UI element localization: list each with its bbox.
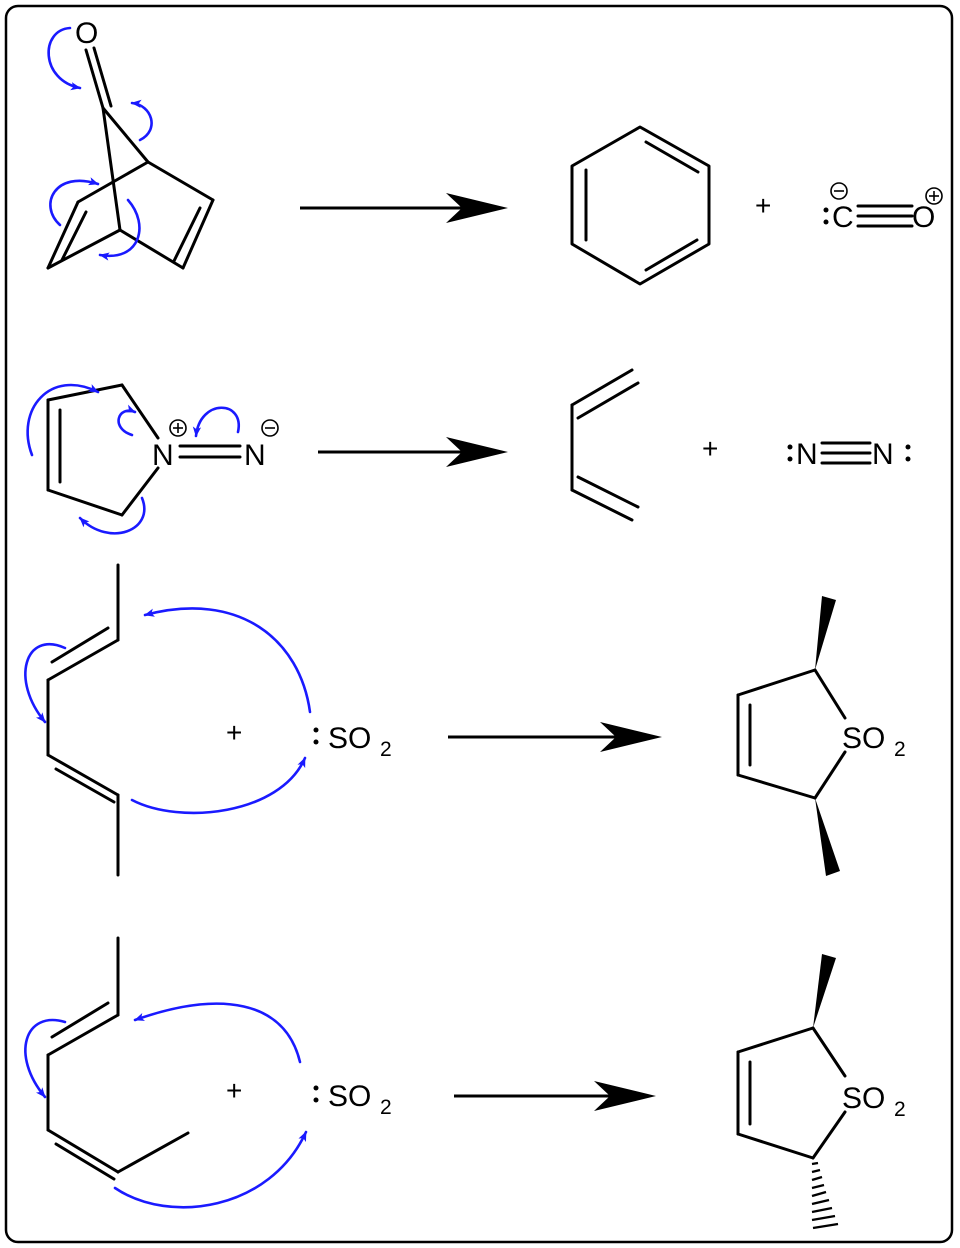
co-oxygen: O: [912, 201, 935, 234]
butadiene: [570, 368, 640, 522]
ring-bond-2: [181, 198, 215, 270]
minus-charge-icon: [830, 182, 848, 200]
trans-trans-hexadiene: [24, 563, 312, 877]
wedge-bond-up-2: [813, 954, 836, 1028]
co-carbon: C: [832, 201, 854, 234]
n-plus-atom: N: [152, 439, 174, 472]
row-1-co-extrusion: O +: [46, 17, 943, 286]
reaction-arrow-1: [300, 193, 508, 223]
n2-atom-2: N: [872, 438, 894, 471]
curly-arrow-3: [49, 177, 100, 227]
curly-arrow-13: [133, 1002, 302, 1064]
curly-arrow-7: [117, 404, 137, 437]
curly-arrow-9: [24, 642, 67, 724]
ring-bond-2b: [172, 206, 202, 263]
benzene: [570, 125, 711, 286]
so2-subscript: 2: [380, 738, 392, 761]
frame: [4, 4, 954, 1244]
ring-bond-6: [76, 160, 150, 204]
curly-arrow-12: [24, 1018, 67, 1099]
reaction-arrow-4: [454, 1081, 656, 1111]
sulfolene-so2-subscript: 2: [894, 738, 906, 761]
ring-bond-3: [118, 228, 185, 270]
curly-arrow-6: [192, 406, 240, 438]
ring-bond-5: [46, 200, 80, 270]
reaction-arrow-2: [318, 437, 508, 467]
row-2-n2-extrusion: N N: [26, 368, 911, 535]
curly-arrow-14: [113, 1130, 308, 1209]
cis-trans-hexadiene: [24, 936, 308, 1209]
sulfur-dioxide-reagent: SO 2: [313, 722, 392, 761]
so2-label-2: SO: [328, 1080, 371, 1113]
carbonyl-bond-1: [84, 48, 105, 110]
plus-charge-icon: [925, 187, 943, 205]
curly-arrow-5: [26, 383, 100, 457]
so2-subscript-2: 2: [380, 1096, 392, 1119]
plus-charge-icon: [169, 419, 187, 437]
hashed-bond-down: [811, 1161, 839, 1230]
ring-bond-5b: [60, 210, 88, 262]
norbornadienone: O: [46, 17, 215, 270]
sulfolene-so2-subscript-2: 2: [894, 1098, 906, 1121]
carbon-monoxide: C O: [823, 182, 943, 234]
curly-arrow-10: [143, 607, 312, 714]
cis-sulfolene: SO 2: [736, 954, 906, 1230]
plus-sign-2: +: [702, 433, 718, 464]
reaction-arrow-3: [448, 722, 662, 752]
trans-sulfolene: SO 2: [736, 596, 906, 876]
bridge-bond-right: [101, 106, 150, 164]
ketone-oxygen: O: [75, 17, 98, 50]
row-4-cis-diene-so2: + SO 2: [24, 936, 906, 1230]
wedge-bond-up: [815, 596, 836, 670]
curly-arrow-11: [130, 756, 307, 815]
row-3-trans-diene-so2: + SO 2 SO 2: [24, 563, 906, 877]
sulfolene-so2: SO: [842, 722, 885, 755]
n-minus-atom: N: [244, 439, 266, 472]
dinitrogen: N N: [787, 438, 911, 471]
plus-sign-3: +: [226, 717, 242, 748]
sulfur-dioxide-reagent-2: SO 2: [313, 1080, 392, 1119]
wedge-bond-down: [815, 798, 840, 876]
sulfolene-so2-2: SO: [842, 1082, 885, 1115]
plus-sign-1: +: [755, 190, 771, 221]
diazene-ring: N N: [26, 383, 279, 535]
bridge-bond-left: [101, 106, 122, 232]
curly-arrow-2: [130, 99, 153, 142]
ring-bond-4: [46, 228, 122, 270]
carbonyl-bond-2: [92, 46, 113, 108]
curly-arrow-1: [47, 26, 82, 91]
ring-bond-1: [146, 160, 215, 202]
so2-label: SO: [328, 722, 371, 755]
n2-atom-1: N: [796, 438, 818, 471]
minus-charge-icon: [261, 419, 279, 437]
curly-arrow-4: [98, 198, 141, 261]
plus-sign-4: +: [226, 1075, 242, 1106]
curly-arrow-8: [78, 496, 146, 535]
